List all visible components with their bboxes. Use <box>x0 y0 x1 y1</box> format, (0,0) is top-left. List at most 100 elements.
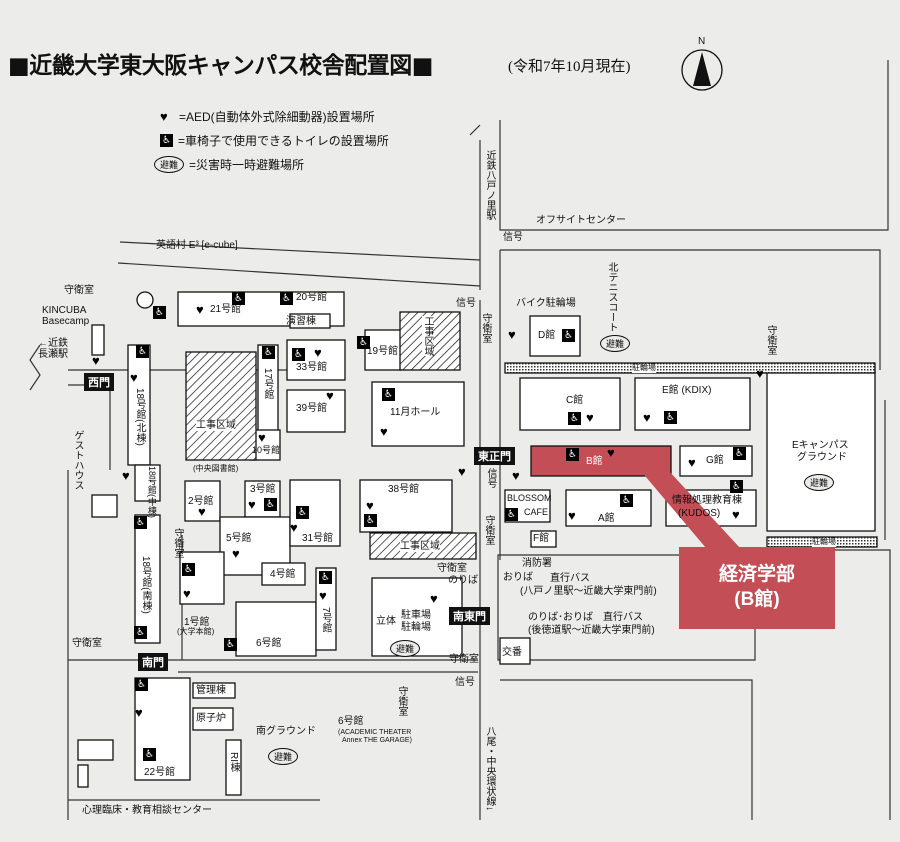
south-ground[interactable]: 南グラウンド <box>256 726 316 737</box>
building-a[interactable]: A館 <box>598 513 615 524</box>
gate-west[interactable]: 西門 <box>84 373 114 391</box>
aed-icon: ♥ <box>319 588 327 603</box>
kudos-1[interactable]: 情報処理教育棟 <box>672 495 742 506</box>
bus1-title: 直行バス <box>550 573 590 584</box>
aed-icon: ♥ <box>568 508 576 523</box>
blossom-1[interactable]: BLOSSOM <box>507 493 552 503</box>
building-39[interactable]: 39号館 <box>296 403 328 414</box>
wheelchair-toilet-icon: ♿ <box>143 748 156 761</box>
legend-label: =災害時一時避難場所 <box>189 158 305 172</box>
blossom-2[interactable]: CAFE <box>524 507 549 517</box>
offsite-center[interactable]: オフサイトセンター <box>536 215 626 226</box>
kincuba-1[interactable]: KINCUBA <box>42 305 87 316</box>
building-7[interactable]: 7号館 <box>320 607 331 633</box>
aed-icon: ♥ <box>135 705 143 720</box>
e-ground-2[interactable]: グラウンド <box>797 452 847 463</box>
parking-label-c: 駐輪場 <box>401 622 431 633</box>
aed-icon: ♥ <box>643 410 651 425</box>
building-6-note2: (ACADEMIC THEATER <box>338 729 412 736</box>
building-4[interactable]: 4号館 <box>270 569 296 580</box>
building-6[interactable]: 6号館 <box>256 638 282 649</box>
building-20[interactable]: 20号館 <box>296 292 328 303</box>
construction-2: 工事区域 <box>422 316 433 356</box>
aed-icon: ♥ <box>508 327 516 342</box>
construction-1: 工事区域 <box>196 420 236 431</box>
building-19[interactable]: 19号館 <box>367 346 399 357</box>
ecube-label[interactable]: 英語村 E³ [e-cube] <box>156 240 238 251</box>
building-reactor[interactable]: 原子炉 <box>196 713 226 724</box>
kudos-2[interactable]: (KUDOS) <box>678 508 721 519</box>
building-3[interactable]: 3号館 <box>250 484 276 495</box>
gate-south-east[interactable]: 南東門 <box>449 607 490 625</box>
aed-icon: ♥ <box>92 353 100 368</box>
north-tennis-court[interactable]: 北テニスコート <box>606 262 617 332</box>
aed-icon: ♥ <box>290 520 298 535</box>
construction-3: 工事区域 <box>400 541 440 552</box>
building-31[interactable]: 31号館 <box>302 533 334 544</box>
bus1-route: (八戸ノ里駅〜近畿大学東門前) <box>520 586 657 597</box>
building-kanri[interactable]: 管理棟 <box>196 685 226 696</box>
building-c[interactable]: C館 <box>566 395 584 406</box>
kincuba-2[interactable]: Basecamp <box>42 316 90 327</box>
wheelchair-toilet-icon: ♿ <box>505 508 518 521</box>
building-18-south[interactable]: 18号館(南棟) <box>140 556 151 614</box>
building-hall11[interactable]: 11月ホール <box>390 407 441 418</box>
signal-4: 信号 <box>455 677 475 688</box>
wheelchair-toilet-icon: ♿ <box>135 678 148 691</box>
guard-label-4: 守衛室 <box>72 638 102 649</box>
building-enshu[interactable]: 演習棟 <box>286 316 316 327</box>
building-g[interactable]: G館 <box>706 455 724 466</box>
building-1[interactable]: 1号館 <box>184 617 210 628</box>
building-33[interactable]: 33号館 <box>296 362 328 373</box>
evacuation-badge: 避難 <box>390 640 421 657</box>
building-18-north[interactable]: 18号館(北棟) <box>134 388 145 446</box>
legend-label: =車椅子で使用できるトイレの設置場所 <box>178 134 389 148</box>
building-17[interactable]: 17号館 <box>262 368 273 400</box>
wheelchair-toilet-icon: ♿ <box>364 514 377 527</box>
building-b[interactable]: B館 <box>586 456 603 467</box>
wheelchair-toilet-icon: ♿ <box>730 480 743 493</box>
aed-icon: ♥ <box>314 345 322 360</box>
aed-icon: ♥ <box>122 468 130 483</box>
aed-icon: ♥ <box>380 424 388 439</box>
wheelchair-toilet-icon: ♿ <box>153 306 166 319</box>
building-21[interactable]: 21号館 <box>210 304 242 315</box>
wheelchair-toilet-icon: ♿ <box>134 516 147 529</box>
wheelchair-toilet-icon: ♿ <box>264 498 277 511</box>
gate-east-main[interactable]: 東正門 <box>474 447 515 465</box>
aed-icon: ♥ <box>607 445 615 460</box>
building-5[interactable]: 5号館 <box>226 533 252 544</box>
wheelchair-toilet-icon: ♿ <box>262 346 275 359</box>
signal-2: 信号 <box>503 232 523 243</box>
kintetsu-yaenosato: 近鉄八戸ノ里駅 <box>484 150 495 220</box>
e-ground-1[interactable]: Eキャンパス <box>792 440 849 451</box>
aed-icon: ♥ <box>183 586 191 601</box>
building-2[interactable]: 2号館 <box>188 496 214 507</box>
wheelchair-toilet-icon: ♿ <box>224 638 237 651</box>
building-18-center[interactable]: 18号館(中棟) <box>146 466 157 519</box>
building-38[interactable]: 38号館 <box>388 484 420 495</box>
yao-line: 八尾・中央環状線↓ <box>484 726 495 811</box>
building-1-sub: (大学本館) <box>177 627 215 636</box>
psych-center[interactable]: 心理臨床・教育相談センター <box>82 805 212 816</box>
gate-south[interactable]: 南門 <box>138 653 168 671</box>
building-22[interactable]: 22号館 <box>144 767 176 778</box>
legend-aed: ♥=AED(自動体外式除細動器)設置場所 <box>160 108 375 125</box>
kintetsu-nagase: ←近鉄 長瀬駅 <box>38 338 68 360</box>
wheelchair-toilet-icon: ♿ <box>182 563 195 576</box>
guest-house[interactable]: ゲストハウス <box>72 430 83 490</box>
building-ri[interactable]: RI棟 <box>228 752 239 772</box>
aed-icon: ♥ <box>756 366 764 381</box>
aed-icon: ♥ <box>248 497 256 512</box>
guard-label-8: 守衛室 <box>483 515 494 545</box>
building-6-note3: Annex THE GARAGE) <box>342 737 412 744</box>
callout-title: 経済学部 <box>718 564 795 586</box>
aed-icon: ♥ <box>512 468 520 483</box>
aed-icon: ♥ <box>198 504 206 519</box>
building-10[interactable]: 10号館 <box>252 445 281 455</box>
building-e[interactable]: E館 (KDIX) <box>662 385 712 396</box>
building-d[interactable]: D館 <box>538 330 556 341</box>
building-f[interactable]: F館 <box>533 533 550 544</box>
guard-label-2: 守衛室 <box>480 313 491 343</box>
evacuation-badge: 避難 <box>600 335 631 352</box>
